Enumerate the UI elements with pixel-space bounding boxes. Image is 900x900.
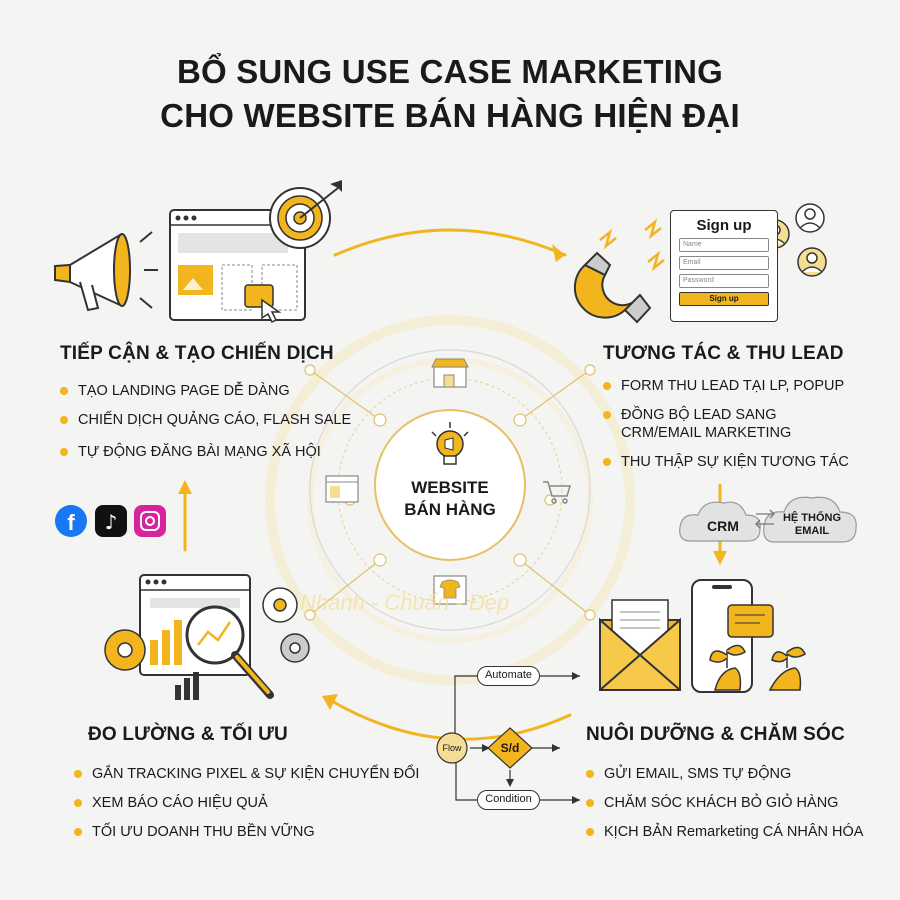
product-icon [433, 575, 467, 605]
shop-icon [431, 358, 469, 388]
section-nurture-list: GỬI EMAIL, SMS TỰ ĐỘNG CHĂM SÓC KHÁCH BỎ… [586, 765, 863, 852]
list-item: KỊCH BẢN Remarketing CÁ NHÂN HÓA [586, 823, 863, 841]
list-item: ĐỒNG BỘ LEAD SANG [603, 406, 849, 424]
decision-label: S/d [500, 741, 520, 755]
instagram-icon [134, 505, 166, 537]
browser-window-icon [169, 209, 306, 324]
signup-button: Sign up [679, 292, 769, 306]
automate-pill: Automate [477, 666, 540, 686]
browser-icon [325, 475, 359, 503]
magnet-icon [573, 251, 652, 324]
center-circle [374, 409, 526, 561]
center-line-2: BÁN HÀNG [404, 500, 496, 519]
list-item-continuation: CRM/EMAIL MARKETING [621, 425, 792, 441]
decision-shape [487, 727, 533, 769]
section-nurture-heading: NUÔI DƯỠNG & CHĂM SÓC [586, 724, 845, 745]
lightbulb-icon [431, 422, 469, 465]
svg-text:f: f [67, 510, 75, 535]
flow-node-shape [436, 732, 468, 764]
section-lead-list: FORM THU LEAD TẠI LP, POPUP ĐỒNG BỘ LEAD… [603, 377, 849, 482]
signup-form-card: Sign up Name Email Password Sign up [670, 210, 778, 322]
signup-email-field: Email [679, 256, 769, 270]
center-label: WEBSITE BÁN HÀNG [395, 477, 505, 521]
title-line-2: CHO WEBSITE BÁN HÀNG HIỆN ĐẠI [160, 97, 740, 134]
section-reach-list: TẠO LANDING PAGE DỄ DÀNG CHIẾN DỊCH QUẢN… [60, 382, 351, 472]
tiktok-icon: ♪ [95, 505, 127, 537]
list-item: CHIẾN DỊCH QUẢNG CÁO, FLASH SALE [60, 411, 351, 429]
gear-icon [104, 587, 310, 671]
signup-password-field: Password [679, 274, 769, 288]
phone-icon [691, 579, 774, 693]
megaphone-icon [54, 231, 158, 312]
watermark-text: Nhanh - Chuẩn - Đẹp [300, 590, 510, 615]
email-system-label: HỆ THỐNG EMAIL [772, 512, 852, 538]
section-measure-heading: ĐO LƯỜNG & TỐI ƯU [88, 724, 288, 745]
plant-icon [709, 644, 806, 691]
center-line-1: WEBSITE [411, 478, 489, 497]
email-system-label-line-1: HỆ THỐNG [782, 512, 842, 524]
section-reach-heading: TIẾP CẬN & TẠO CHIẾN DỊCH [60, 343, 334, 364]
condition-pill: Condition [477, 790, 540, 810]
signup-name-field: Name [679, 238, 769, 252]
analytics-icon [139, 574, 274, 700]
list-item: THU THẬP SỰ KIỆN TƯƠNG TÁC [603, 453, 849, 471]
page-title: BỔ SUNG USE CASE MARKETING CHO WEBSITE B… [0, 50, 900, 138]
list-item: TỐI ƯU DOANH THU BỀN VỮNG [74, 823, 419, 841]
list-item: TẠO LANDING PAGE DỄ DÀNG [60, 382, 351, 400]
envelope-icon [599, 599, 681, 691]
list-item: TỰ ĐỘNG ĐĂNG BÀI MẠNG XÃ HỘI [60, 443, 351, 461]
section-measure-list: GẮN TRACKING PIXEL & SỰ KIỆN CHUYỂN ĐỔI … [74, 765, 419, 852]
list-item: FORM THU LEAD TẠI LP, POPUP [603, 377, 849, 395]
crm-label: CRM [707, 518, 739, 534]
list-item: CHĂM SÓC KHÁCH BỎ GIỎ HÀNG [586, 794, 863, 812]
title-line-1: BỔ SUNG USE CASE MARKETING [176, 53, 724, 90]
sync-icon [755, 509, 775, 529]
list-item: GẮN TRACKING PIXEL & SỰ KIỆN CHUYỂN ĐỔI [74, 765, 419, 783]
svg-text:♪: ♪ [105, 510, 118, 534]
facebook-icon: f [55, 505, 87, 537]
email-system-label-line-2: EMAIL [794, 525, 830, 537]
crm-cloud [679, 501, 761, 542]
spark-icon [599, 218, 665, 272]
section-lead-heading: TƯƠNG TÁC & THU LEAD [603, 343, 844, 364]
email-system-cloud [763, 496, 857, 543]
signup-title: Sign up [696, 217, 752, 234]
cart-icon [543, 481, 572, 504]
list-item: GỬI EMAIL, SMS TỰ ĐỘNG [586, 765, 863, 783]
list-item: XEM BÁO CÁO HIỆU QUẢ [74, 794, 419, 812]
flow-node-label: Flow [442, 743, 462, 753]
target-icon [269, 180, 342, 249]
